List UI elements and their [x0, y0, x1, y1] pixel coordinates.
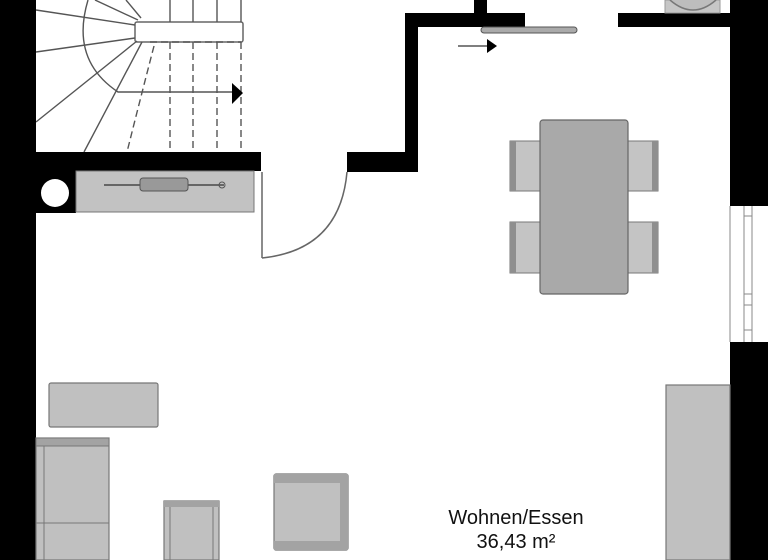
- room-name: Wohnen/Essen: [448, 507, 584, 529]
- radiator: [75, 170, 255, 213]
- chair: [625, 221, 659, 274]
- chair: [625, 140, 659, 192]
- room-label: Wohnen/Essen 36,43 m²: [416, 506, 616, 554]
- window: [729, 206, 753, 342]
- dining-set: [509, 119, 659, 295]
- sideboard: [665, 384, 731, 560]
- chimney-flue: [41, 179, 69, 207]
- round-fixture: [664, 0, 721, 14]
- sliding-door: [458, 26, 578, 53]
- chair: [509, 221, 543, 274]
- coffee-table: [48, 382, 159, 428]
- armchair: [163, 500, 220, 560]
- staircase: [35, 0, 244, 153]
- dining-table: [539, 119, 629, 295]
- swing-door: [261, 171, 348, 259]
- stair-direction-arrow: [232, 83, 243, 104]
- slide-direction-arrow: [487, 39, 497, 53]
- armchair: [273, 473, 349, 551]
- sofa: [35, 437, 110, 560]
- room-area: 36,43 m²: [476, 531, 556, 553]
- chair: [509, 140, 543, 192]
